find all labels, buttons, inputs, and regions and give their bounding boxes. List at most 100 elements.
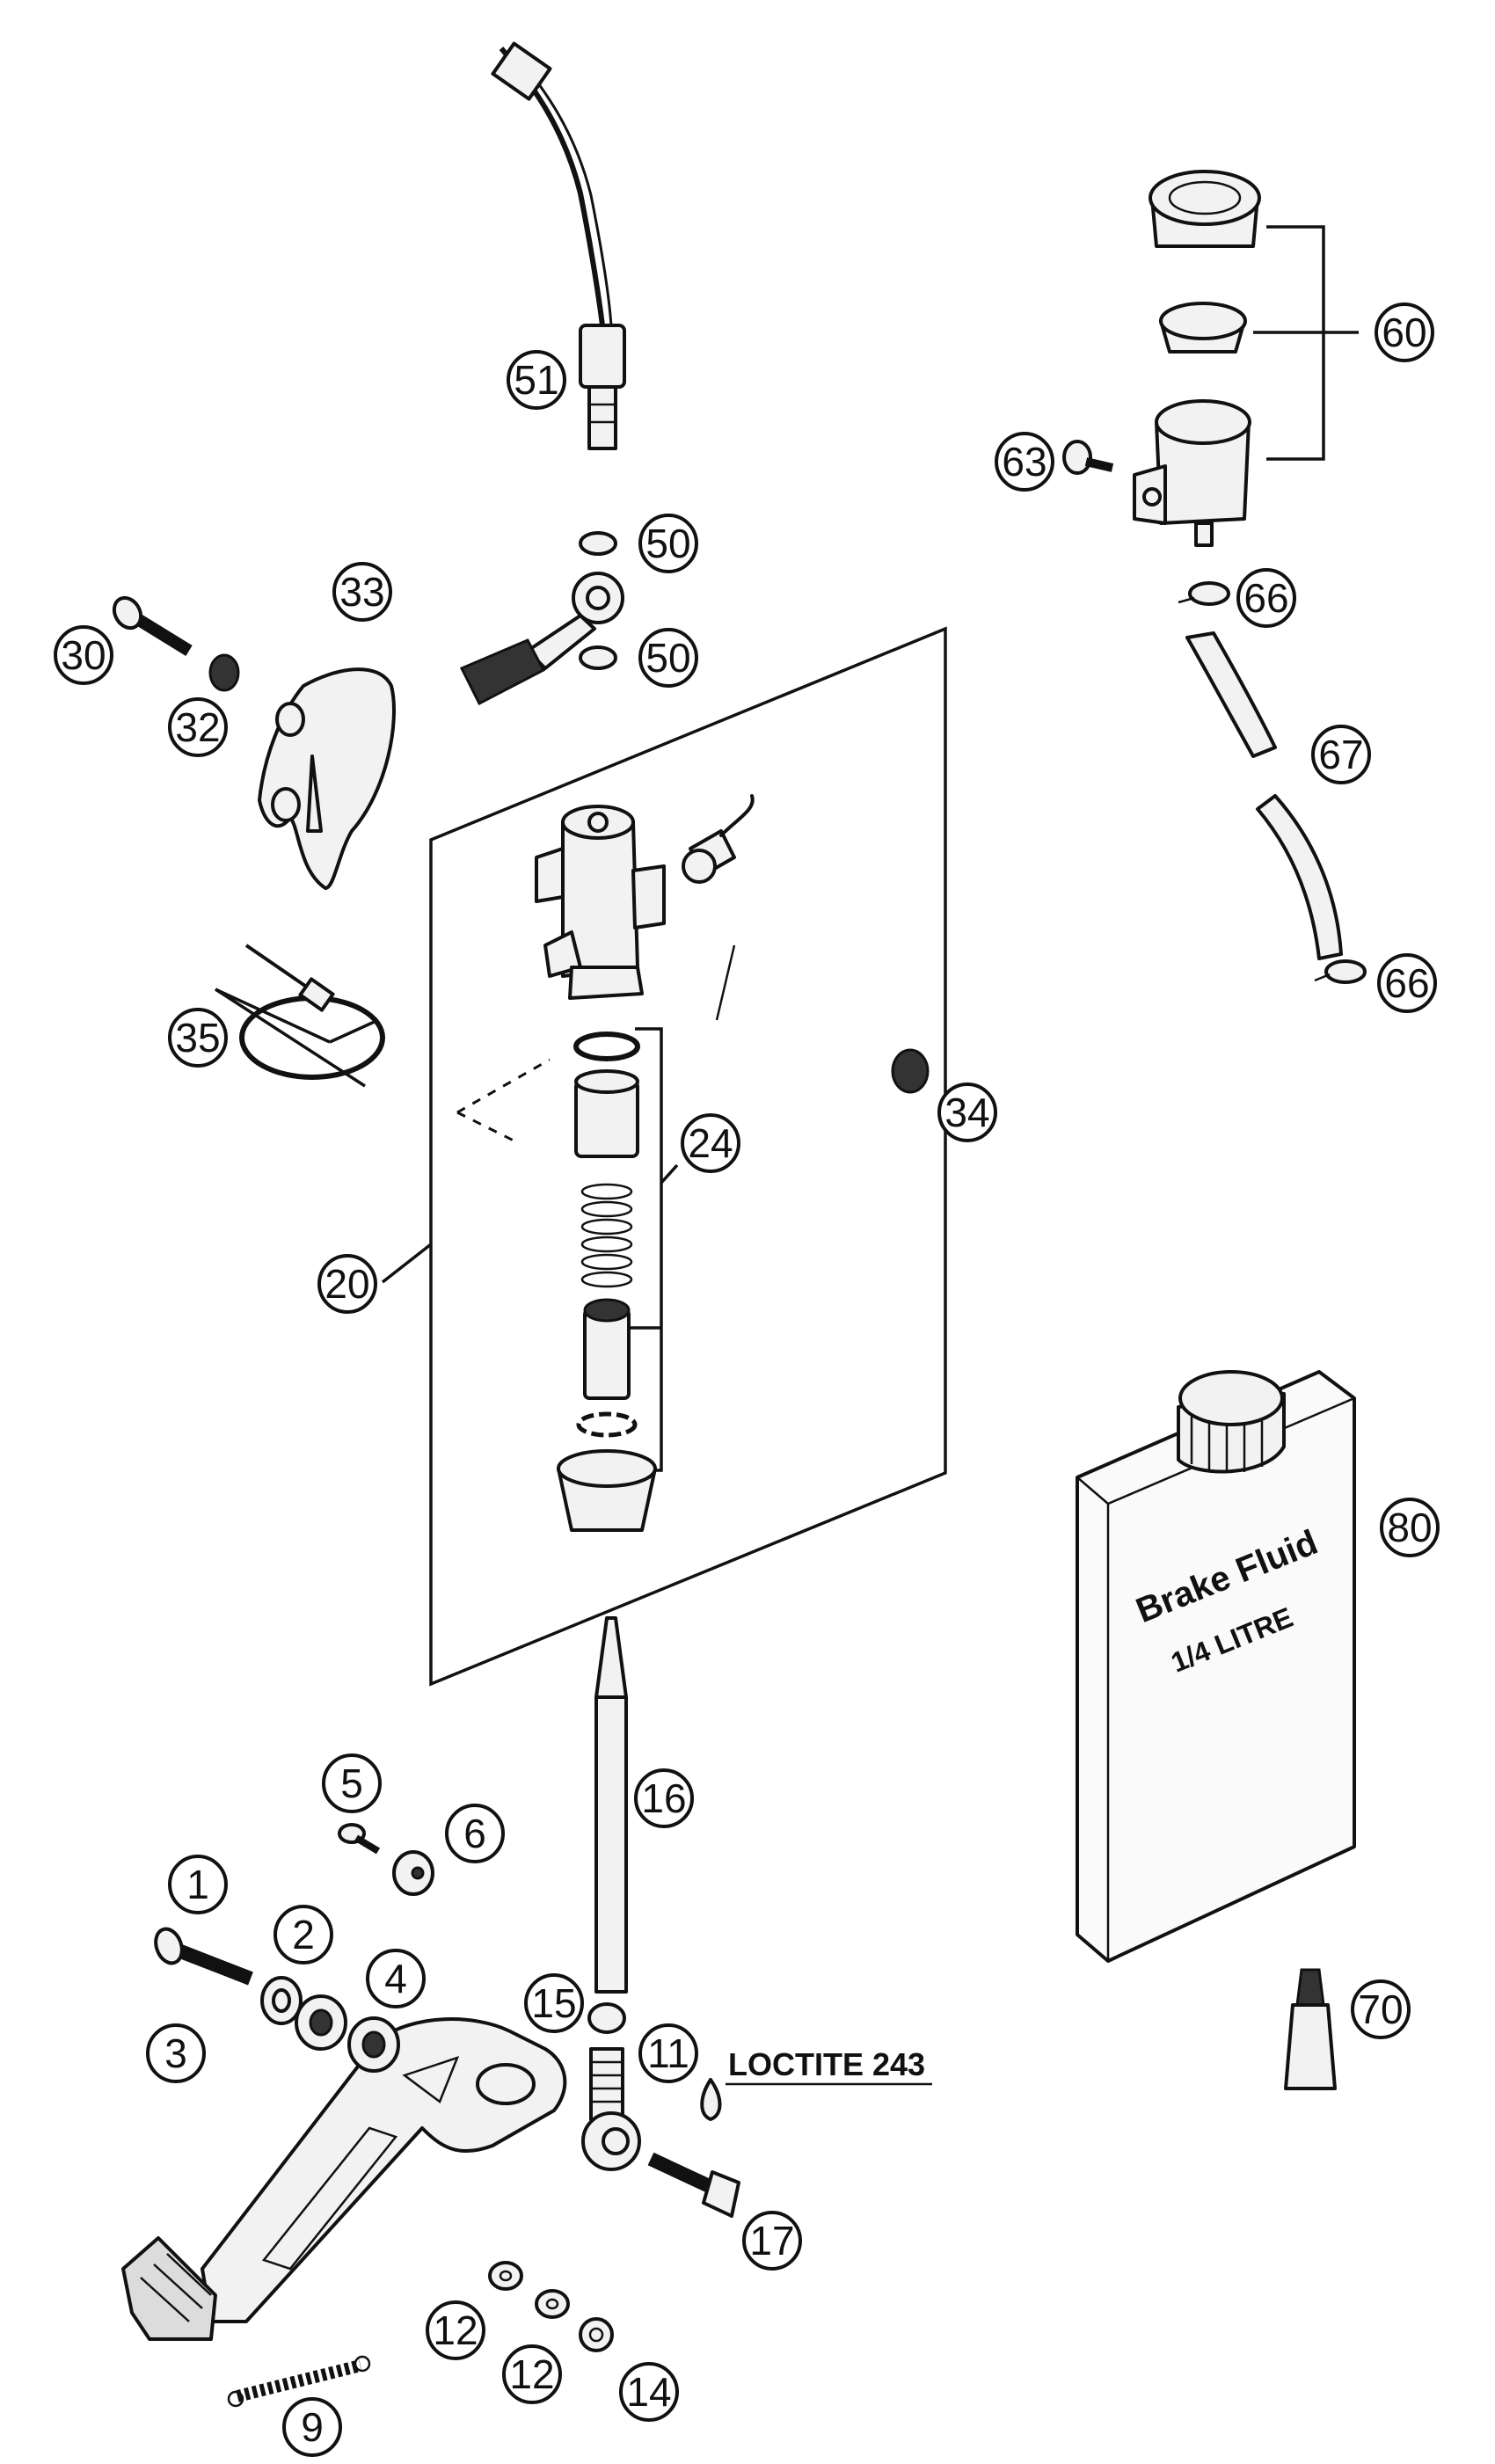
callout-70: 70 [1351,1979,1411,2039]
brake-cylinder-guard-33 [258,667,396,890]
return-spring-9 [227,2355,371,2408]
callout-3-number: 3 [164,2030,187,2076]
callout-5-number: 5 [340,1761,363,1806]
callout-34: 34 [937,1083,997,1142]
callout-2: 2 [273,1905,333,1965]
callout-51-number: 51 [514,357,558,403]
callout-80-number: 80 [1387,1505,1432,1550]
callout-4: 4 [366,1949,426,2008]
callout-16: 16 [634,1768,694,1828]
callout-35: 35 [168,1008,228,1068]
master-cylinder-body [535,794,755,1000]
callout-24: 24 [681,1113,740,1173]
callout-2-number: 2 [292,1912,315,1957]
assembly-frame-20 [429,626,947,1687]
callout-12-left-number: 12 [433,2307,478,2353]
nut-32 [208,653,240,692]
callout-12-right-number: 12 [509,2351,554,2397]
callout-4-number: 4 [384,1956,407,2001]
callout-60: 60 [1375,303,1434,362]
callout-66-bottom-number: 66 [1384,960,1429,1006]
callout-16-number: 16 [641,1775,686,1821]
repair-kit-24 [557,1032,657,1532]
callout-6: 6 [445,1804,505,1863]
callout-60-number: 60 [1382,310,1426,355]
callout-24-number: 24 [688,1120,733,1166]
callout-80: 80 [1380,1498,1440,1557]
callout-34-number: 34 [944,1090,989,1135]
reservoir-cap [1149,170,1261,248]
callout-20-number: 20 [325,1261,369,1307]
callout-15-number: 15 [531,1980,576,2026]
callout-51: 51 [507,350,566,410]
callout-14-number: 14 [626,2369,671,2415]
callout-63-number: 63 [1002,439,1046,485]
leader-lines [215,225,1359,1687]
screw-63 [1062,440,1114,475]
callout-14: 14 [619,2362,679,2422]
bearing-4-b [347,2016,400,2073]
callout-17-number: 17 [749,2218,794,2264]
washer-12-b [535,2289,570,2319]
screw-30 [112,595,193,656]
callout-33: 33 [332,562,392,622]
callout-11-number: 11 [647,2030,689,2076]
nut-34 [891,1048,930,1094]
callout-63: 63 [995,432,1054,492]
callout-66-top: 66 [1236,568,1296,628]
loctite-drop [700,2078,722,2121]
callout-17: 17 [742,2211,802,2271]
callout-66-top-number: 66 [1243,575,1288,621]
bushing-6 [392,1850,434,1896]
washer-12-a [488,2261,523,2291]
bearing-4-a [295,1994,347,2051]
banjo-fitting [459,531,624,706]
callout-50-bottom: 50 [638,628,698,688]
nut-14 [579,2317,614,2352]
washer-2 [260,1976,303,2025]
callout-1-number: 1 [186,1862,209,1907]
screw-5 [338,1823,381,1855]
callout-3: 3 [146,2023,206,2083]
callout-9: 9 [282,2397,342,2457]
callout-50-top: 50 [638,514,698,573]
brake-hose-67 [1185,631,1343,960]
brake-fluid-can-80: Brake Fluid 1/4 LITRE [1076,1370,1356,1963]
callout-70-number: 70 [1358,1987,1403,2032]
bolt-1 [154,1927,253,1986]
callout-33-number: 33 [339,569,384,615]
callout-6-number: 6 [463,1811,486,1856]
callout-12-left: 12 [426,2300,485,2360]
brake-pedal-3 [121,2017,567,2341]
callout-1: 1 [168,1855,228,1914]
bolt-17 [647,2152,740,2218]
loctite-bottle-70 [1284,1968,1337,2090]
brake-light-switch-51 [491,41,626,450]
loctite-243-label: LOCTITE 243 [728,2046,925,2082]
callout-50-top-number: 50 [645,521,690,566]
callout-67-number: 67 [1318,732,1363,777]
callout-30: 30 [54,625,113,685]
callout-35-number: 35 [175,1015,220,1061]
callout-66-bottom: 66 [1377,953,1437,1013]
callout-30-number: 30 [61,632,106,678]
callout-12-right: 12 [502,2344,562,2404]
callout-32: 32 [168,697,228,757]
callout-5: 5 [322,1753,382,1813]
callout-15: 15 [524,1973,584,2033]
push-rod-16 [594,1616,628,1994]
callout-32-number: 32 [175,704,220,750]
hose-clamp-66-bottom [1314,959,1367,984]
reservoir-body [1133,399,1251,547]
callout-50-bottom-number: 50 [645,635,690,681]
reservoir-diaphragm [1159,302,1247,354]
nut-15 [587,2002,626,2034]
hose-clamp-66-top [1178,581,1230,606]
callout-11: 11 [638,2023,698,2083]
spring [580,1183,633,1288]
callout-20: 20 [317,1254,377,1314]
clevis-11 [581,2047,641,2171]
callout-9-number: 9 [301,2404,324,2450]
cable-tie-35 [239,944,385,1080]
